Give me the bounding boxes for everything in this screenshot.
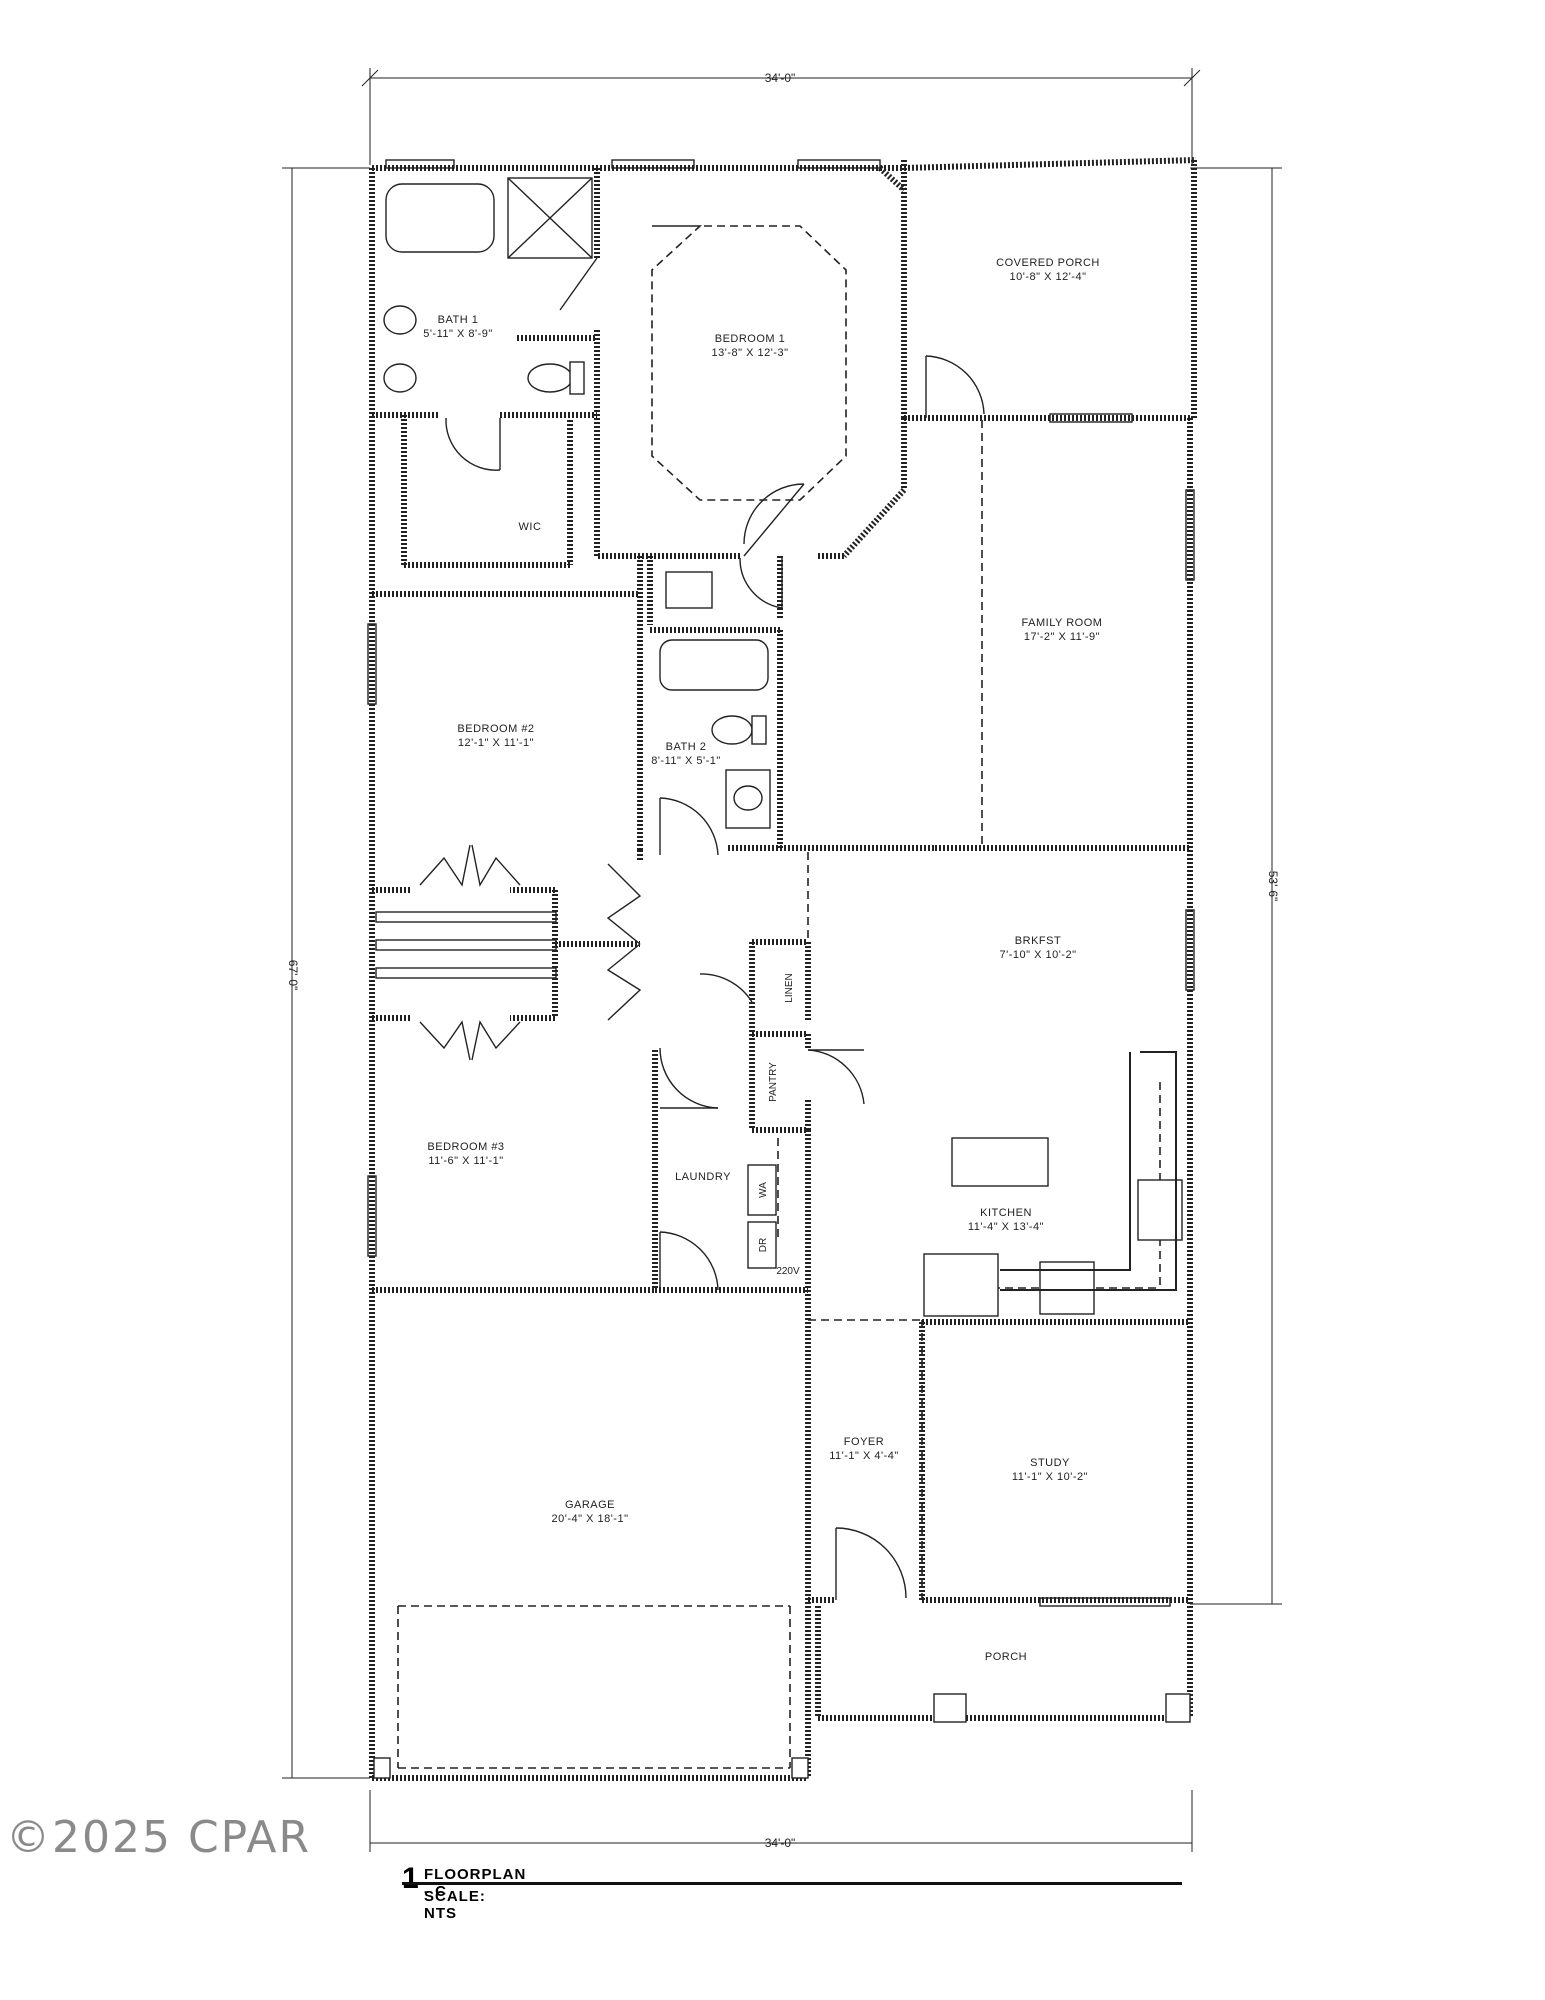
study-name: STUDY [1030,1457,1070,1469]
kitchen-name: KITCHEN [980,1207,1032,1219]
fridge [923,1253,999,1317]
doors [375,355,985,1600]
220v-label: 220V [776,1266,800,1277]
title-underline [402,1882,1182,1885]
washer [747,1164,777,1216]
garage-name: GARAGE [565,1499,615,1511]
windows [367,159,1195,1607]
drawing-number: 1 [402,1862,419,1895]
foyer-size: 11'-1" X 4'-4" [829,1450,899,1462]
drawing-title: FLOORPLAN - C [424,1866,527,1900]
foyer-name: FOYER [844,1436,884,1448]
kitchen-island [951,1137,1049,1187]
dryer [747,1221,777,1269]
porch-post-1 [933,1693,967,1723]
bath2-size: 8'-11" X 5'-1" [651,755,721,767]
dim-right: 53'-6" [1266,871,1280,902]
bedroom3-name: BEDROOM #3 [427,1141,504,1153]
pantry-name: PANTRY [768,1062,779,1102]
brkfst-size: 7'-10" X 10'-2" [1000,949,1077,961]
drawing-scale: SCALE: NTS [424,1888,486,1922]
exterior-walls [369,157,1197,1781]
wic-name: WIC [519,521,542,533]
kitchen-sink [1137,1179,1183,1241]
tub-bath2 [659,639,769,691]
garage-size: 20'-4" X 18'-1" [552,1513,629,1525]
covered-porch-size: 10'-8" X 12'-4" [1010,271,1087,283]
bath1-name: BATH 1 [438,314,479,326]
bedroom3-size: 11'-6" X 11'-1" [428,1155,503,1167]
porch-post-2 [1165,1693,1191,1723]
dimension-lines [282,68,1282,1852]
study-size: 11'-1" X 10'-2" [1012,1471,1088,1483]
linen-name: LINEN [784,973,795,1002]
family-room-name: FAMILY ROOM [1022,617,1103,629]
sink-bath1-a [383,305,417,335]
dr-label: DR [758,1238,769,1252]
dashed-lines [397,225,1161,1769]
toilet-bath1 [527,363,573,393]
bedroom1-size: 13'-8" X 12'-3" [712,347,789,359]
sink-bath1-b [383,363,417,393]
copyright-watermark: ©2025 CPAR [6,1812,312,1863]
dim-bottom: 34'-0" [765,1836,796,1850]
laundry-name: LAUNDRY [675,1171,731,1183]
fixtures [383,177,1183,1317]
garage-post-2 [791,1757,809,1779]
brkfst-name: BRKFST [1015,935,1061,947]
kitchen-size: 11'-4" X 13'-4" [968,1221,1044,1233]
dim-left: 67'-0" [286,960,300,991]
bedroom1-name: BEDROOM 1 [715,333,786,345]
dim-top: 34'-0" [765,71,796,85]
tub-bath1 [385,183,495,253]
garage-post-1 [373,1757,391,1779]
bedroom2-size: 12'-1" X 11'-1" [458,737,534,749]
bedroom2-name: BEDROOM #2 [457,723,534,735]
wa-label: WA [758,1182,769,1198]
toilet-bath2 [711,715,753,745]
interior-walls [372,160,1193,1721]
porch-name: PORCH [985,1651,1027,1663]
family-room-size: 17'-2" X 11'-9" [1024,631,1100,643]
bath2-name: BATH 2 [666,741,707,753]
water-heater [665,571,713,609]
bath1-size: 5'-11" X 8'-9" [423,328,493,340]
covered-porch-name: COVERED PORCH [996,257,1100,269]
